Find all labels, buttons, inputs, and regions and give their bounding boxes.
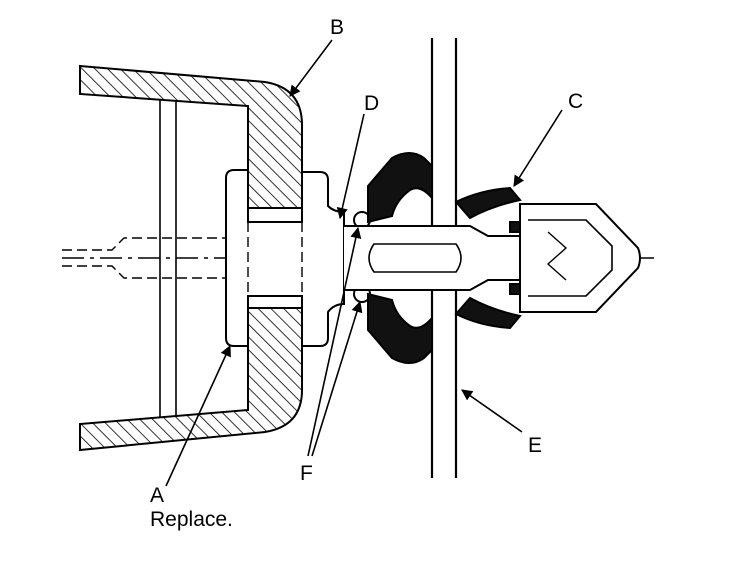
leader-e	[461, 389, 523, 433]
piston	[225, 169, 345, 347]
label-b: B	[330, 16, 344, 39]
rubber-grommet	[367, 152, 529, 364]
leader-f-upper	[307, 226, 362, 457]
label-d: D	[364, 92, 379, 115]
callout-lines	[165, 39, 563, 487]
sensor-tip	[519, 203, 641, 313]
label-f: F	[300, 462, 313, 485]
label-a-note: Replace.	[150, 508, 233, 531]
leader-a	[165, 344, 231, 487]
leader-c	[513, 109, 563, 187]
label-e: E	[528, 434, 542, 457]
leader-f-lower	[311, 300, 363, 457]
leader-b	[289, 39, 333, 97]
leader-d	[336, 113, 365, 220]
label-a: A	[150, 484, 164, 507]
label-c: C	[568, 90, 583, 113]
